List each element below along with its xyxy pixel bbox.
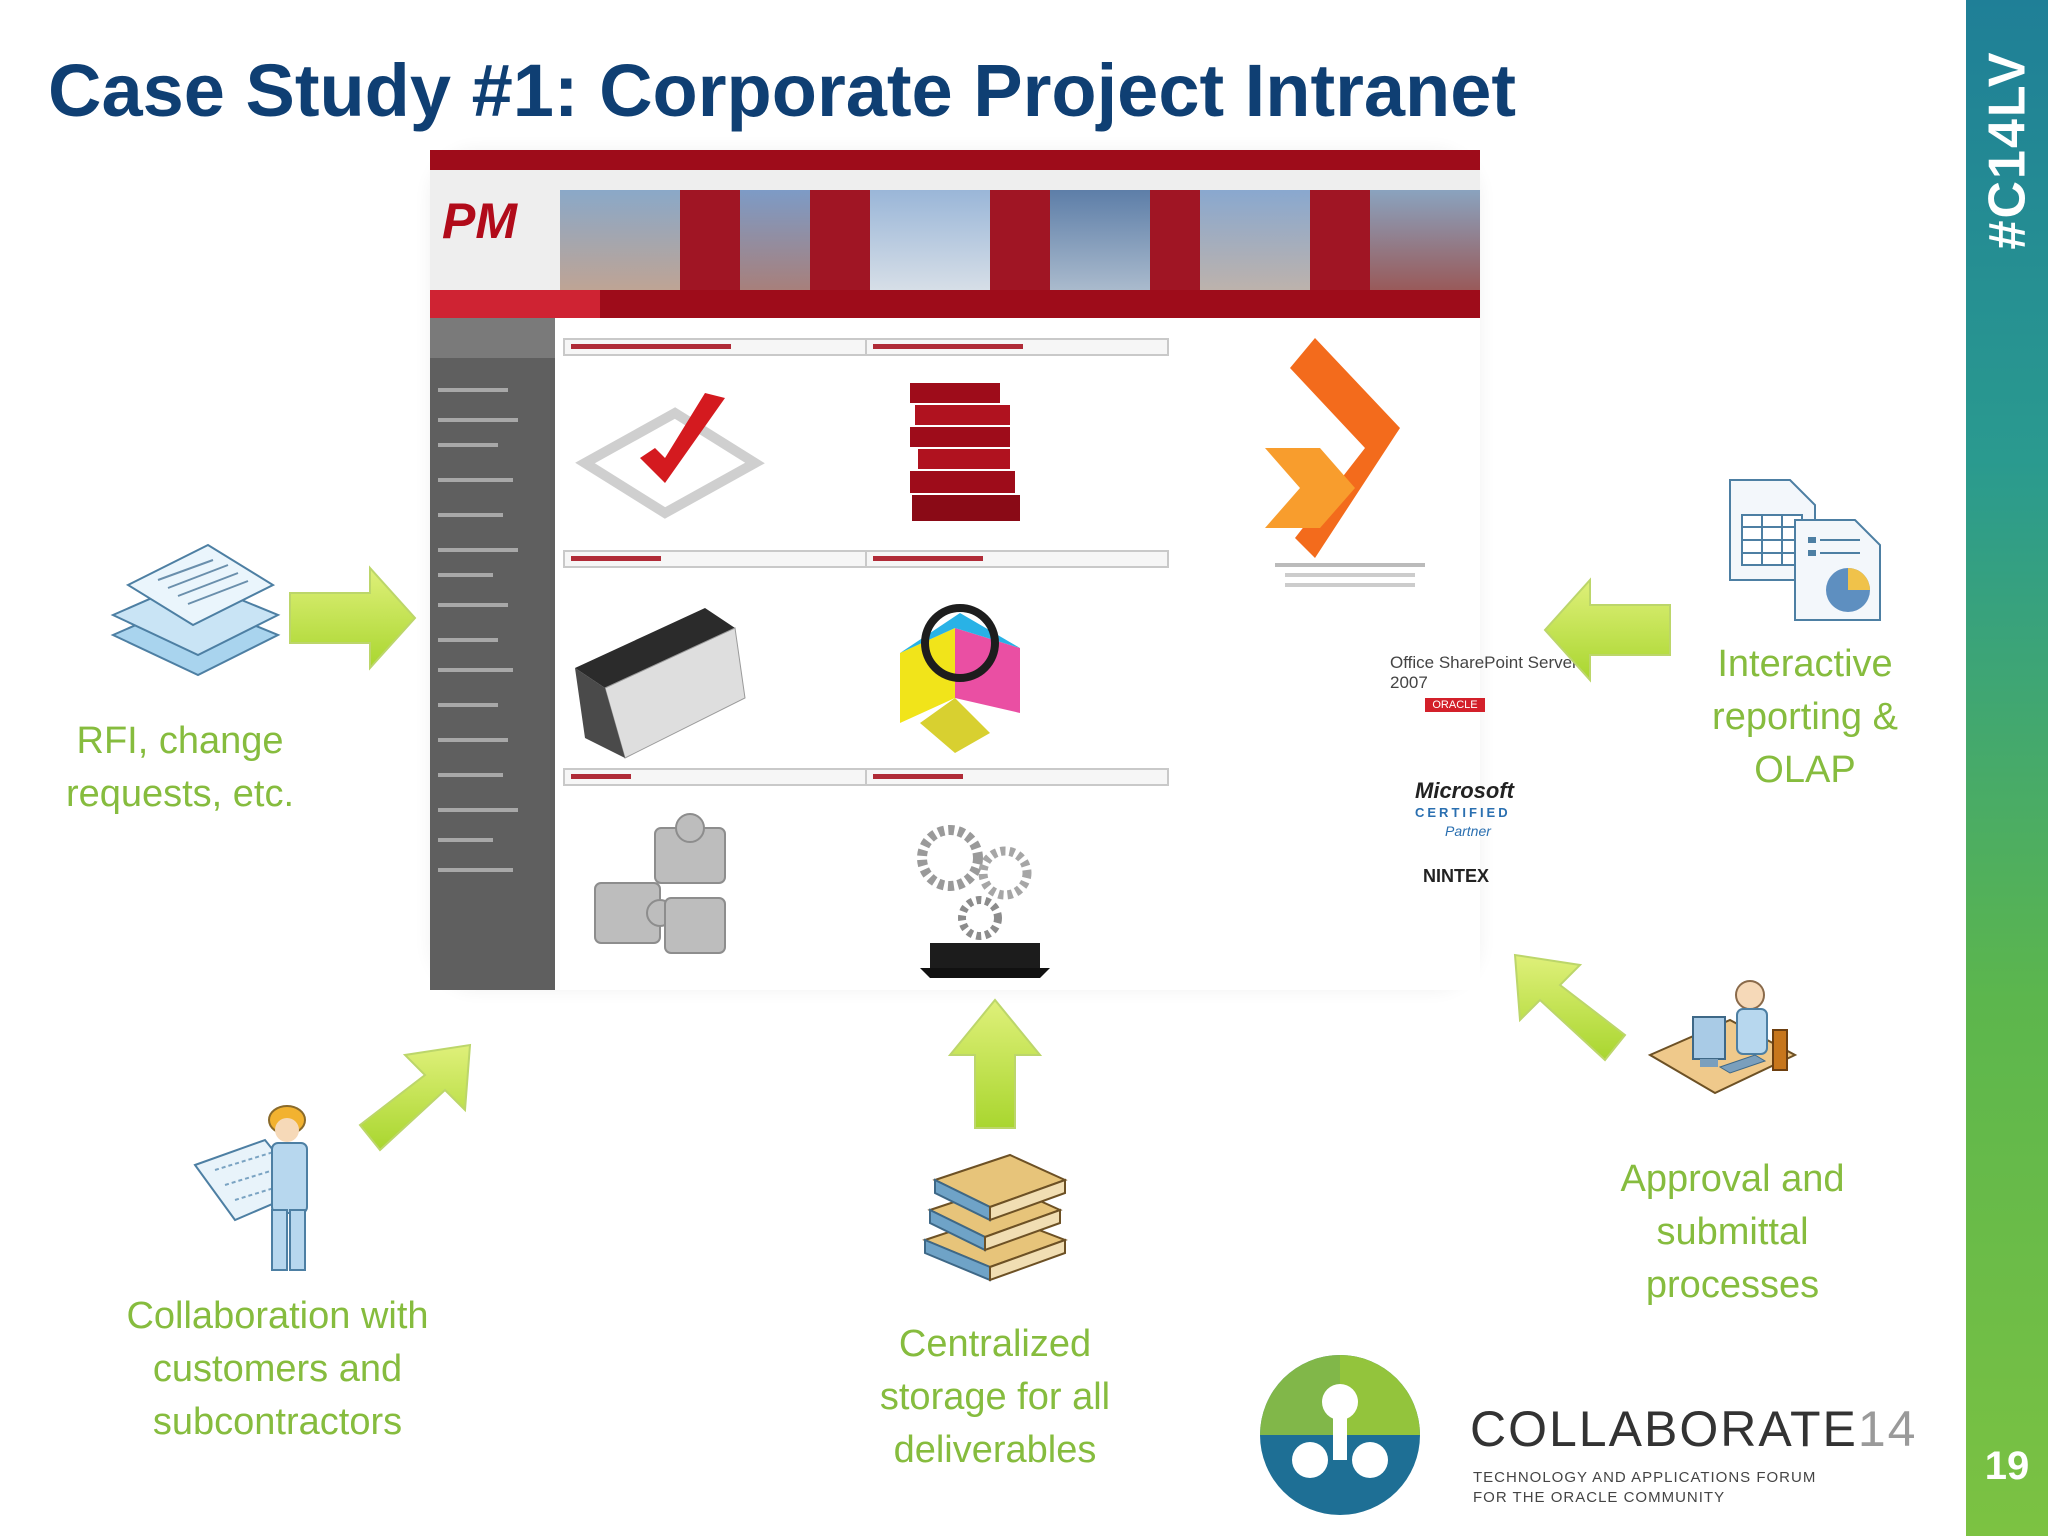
pm-logo: PM: [442, 193, 517, 249]
books-stack-icon: [922, 1153, 1068, 1282]
collaborate-tagline: TECHNOLOGY AND APPLICATIONS FORUM FOR TH…: [1473, 1469, 1817, 1506]
certified-badge: CERTIFIED: [1415, 805, 1511, 820]
side-band: [1966, 0, 2048, 1536]
label-reporting: Interactive reporting & OLAP: [1712, 643, 1898, 791]
intranet-menubar: [430, 290, 1480, 318]
microsoft-badge: Microsoft: [1415, 778, 1514, 803]
arrow-up-right-icon: [358, 1043, 472, 1152]
collaborate-logo-icon: [1260, 1355, 1420, 1515]
arrow-left-icon: [1543, 577, 1671, 683]
label-storage: Centralized storage for all deliverables: [879, 1323, 1111, 1471]
hashtag-label: #C14LV: [1978, 50, 2036, 250]
oracle-badge: ORACLE: [1425, 698, 1485, 712]
label-collaboration: Collaboration with customers and subcont…: [126, 1295, 429, 1443]
spreadsheet-chart-icon: [1729, 479, 1881, 621]
intranet-tiles-art: [575, 338, 1425, 978]
arrow-up-left-icon: [1513, 953, 1627, 1062]
intranet-menu-active: [430, 290, 600, 318]
page-number: 19: [1984, 1444, 2030, 1488]
intranet-left-nav: [430, 318, 555, 990]
engineer-blueprint-icon: [193, 1105, 308, 1271]
arrow-up-icon: [947, 998, 1043, 1129]
intranet-left-nav-header: [430, 318, 555, 358]
intranet-content: Office SharePoint Server 2007 ORACLE Mic…: [555, 318, 1578, 990]
collaborate-wordmark: COLLABORATE14: [1470, 1401, 1918, 1457]
label-rfi: RFI, change requests, etc.: [65, 720, 295, 815]
slide-title: Case Study #1: Corporate Project Intrane…: [48, 49, 1517, 132]
partner-badge: Partner: [1445, 823, 1491, 839]
intranet-screenshot: PM: [430, 150, 1578, 990]
arrow-right-icon: [289, 565, 417, 671]
person-at-computer-icon: [1647, 980, 1798, 1095]
sharepoint-badge: Office SharePoint Server 2007: [1390, 653, 1578, 692]
intranet-banner: [430, 170, 1480, 310]
label-approval: Approval and submittal processes: [1620, 1158, 1845, 1306]
documents-stack-icon: [110, 543, 281, 677]
nintex-badge: NINTEX: [1423, 866, 1490, 886]
intranet-topbar: [430, 150, 1480, 170]
